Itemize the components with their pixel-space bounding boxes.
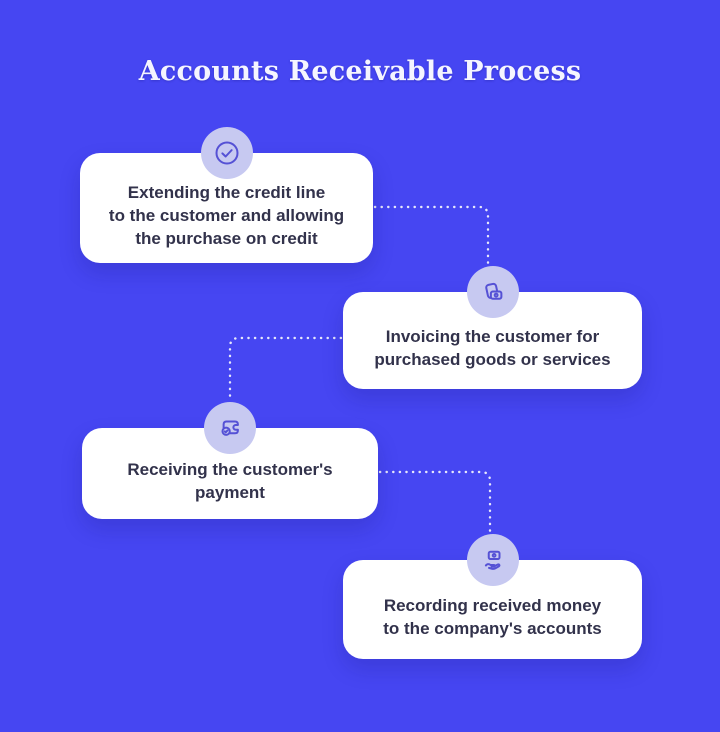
step-badge-4 bbox=[466, 534, 519, 586]
invoice-icon bbox=[484, 282, 502, 300]
step-badge-1 bbox=[200, 127, 253, 179]
check-circle-icon bbox=[215, 141, 238, 165]
connector-step3-step4 bbox=[378, 470, 492, 535]
step-text: Extending the credit line to the custome… bbox=[108, 182, 345, 248]
money-hand-icon bbox=[484, 550, 501, 570]
step-text: Recording received money to the company'… bbox=[383, 595, 602, 638]
step-text: Invoicing the customer for purchased goo… bbox=[374, 326, 611, 369]
wallet-payment-icon bbox=[221, 420, 239, 436]
step-badge-3 bbox=[204, 402, 256, 454]
step-card-receiving-payment: Receiving the customer's payment bbox=[82, 402, 378, 519]
step-card-extend-credit: Extending the credit line to the custome… bbox=[80, 127, 373, 263]
connector-step1-step2 bbox=[373, 205, 490, 266]
connector-step2-step3 bbox=[228, 336, 343, 403]
step-card-recording-money: Recording received money to the company'… bbox=[343, 534, 642, 659]
step-card-invoicing: Invoicing the customer for purchased goo… bbox=[343, 266, 642, 389]
step-badge-2 bbox=[466, 266, 519, 318]
page-title: Accounts Receivable Process bbox=[138, 56, 582, 87]
step-text: Receiving the customer's payment bbox=[127, 459, 333, 502]
